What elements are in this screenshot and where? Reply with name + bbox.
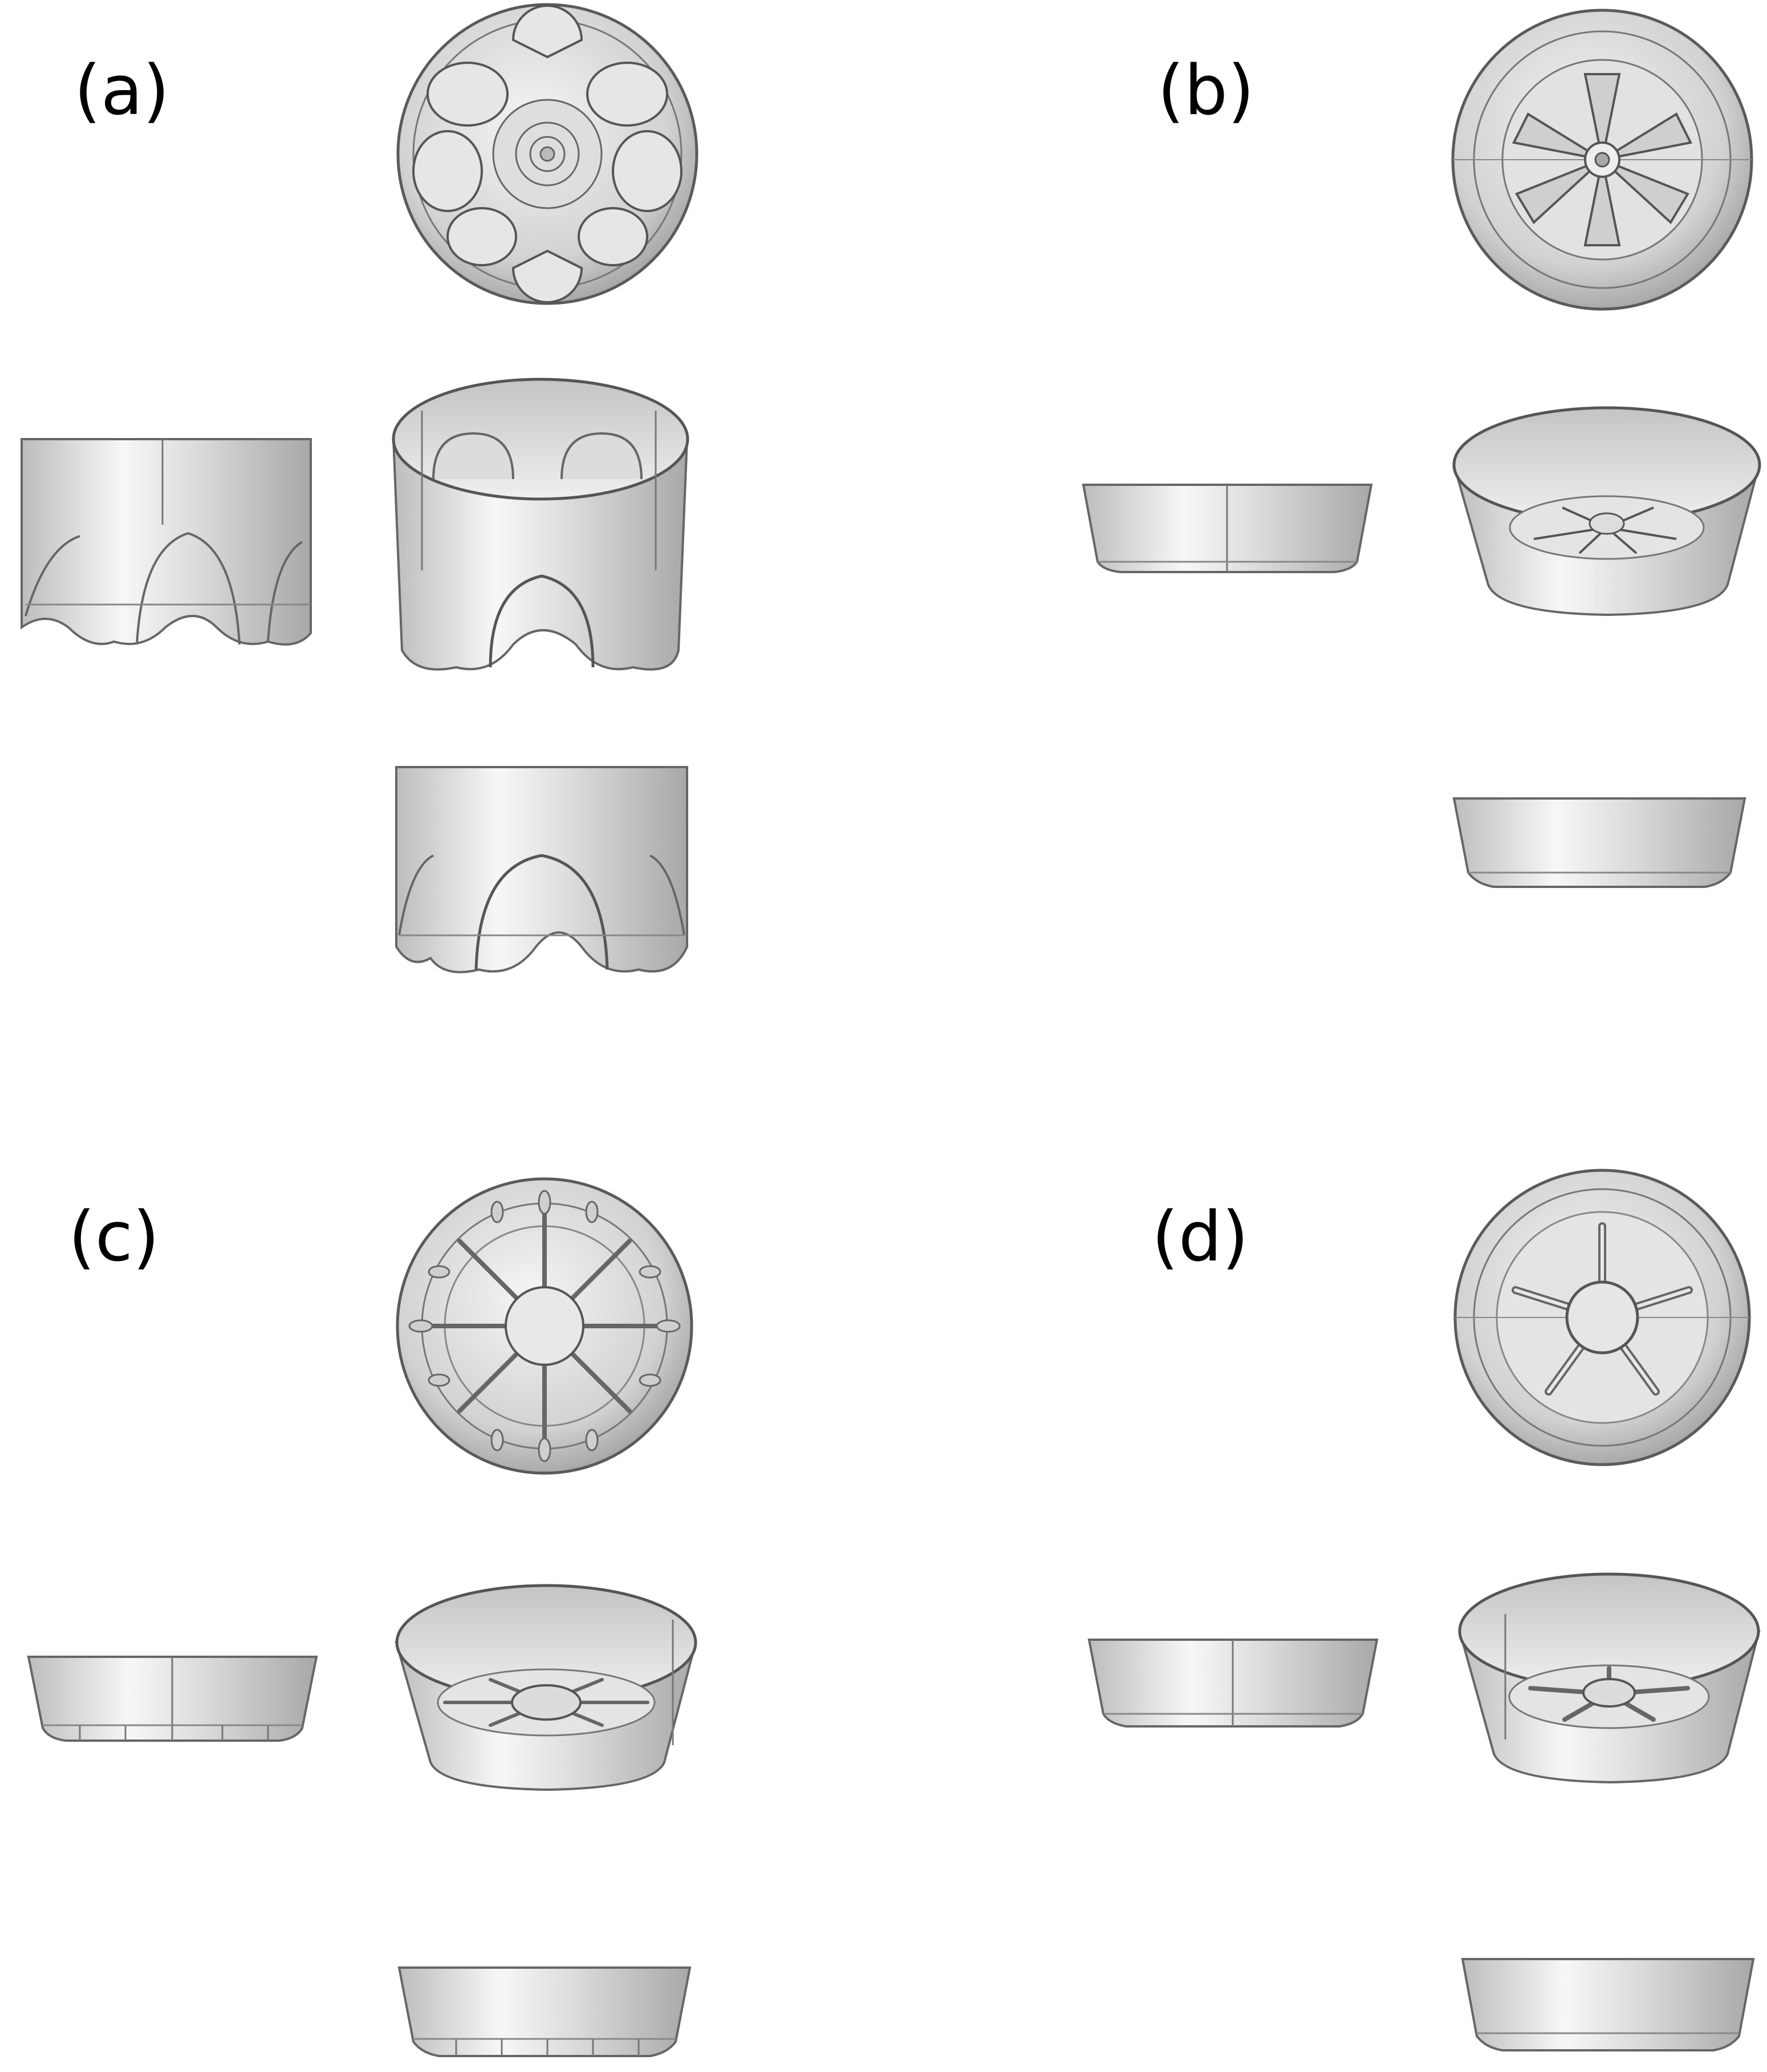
panel-label-b: (b) (1157, 51, 1254, 131)
panel-c: (c) (27, 1177, 697, 2057)
panel-a-side-view (21, 438, 312, 646)
panel-label-c: (c) (68, 1198, 160, 1277)
panel-label-a: (a) (74, 51, 169, 131)
panel-d: (d) (1087, 1169, 1761, 2051)
panel-d-side-view (1087, 1639, 1379, 1728)
panel-a-iso-view (392, 378, 689, 671)
panel-c-top-view (396, 1177, 693, 1475)
panel-a-front-view (395, 766, 688, 974)
panel-label-d: (d) (1152, 1198, 1249, 1277)
panel-d-top-view (1453, 1169, 1751, 1466)
panel-b-top-view (1451, 9, 1753, 311)
panel-b-side-view (1082, 484, 1373, 573)
panel-c-iso-view (395, 1584, 697, 1791)
panel-c-side-view (27, 1656, 318, 1742)
panel-b: (b) (1082, 9, 1761, 888)
panel-d-front-view (1461, 1958, 1755, 2051)
panel-d-iso-view (1458, 1572, 1761, 1784)
panel-b-iso-view (1452, 406, 1761, 617)
panel-a: (a) (21, 3, 698, 974)
panel-c-front-view (397, 1966, 692, 2057)
panel-a-top-view (396, 3, 698, 305)
panel-b-front-view (1452, 797, 1746, 888)
